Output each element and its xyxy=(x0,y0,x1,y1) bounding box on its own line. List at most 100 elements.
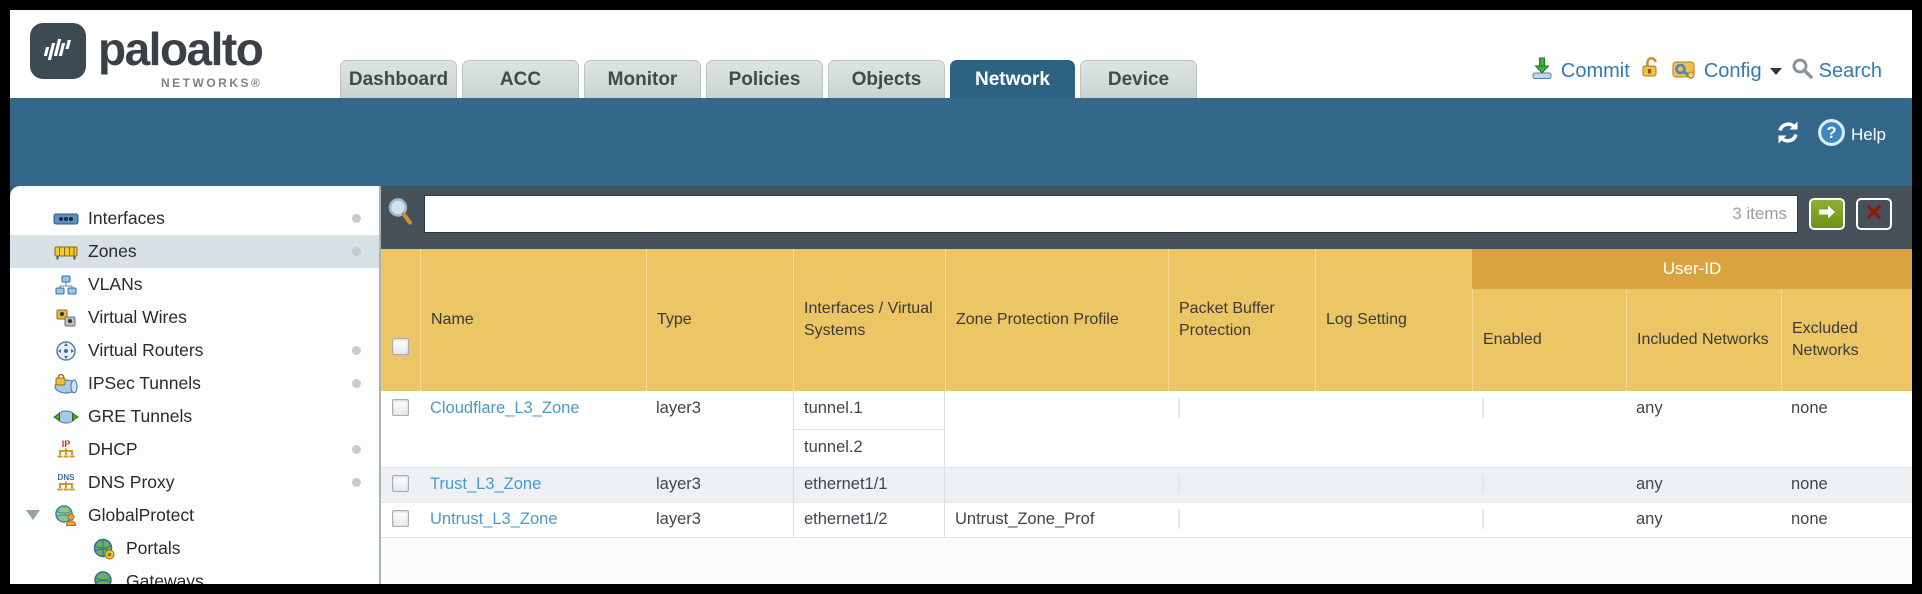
apply-filter-button[interactable] xyxy=(1809,198,1845,230)
zones-icon xyxy=(52,243,80,261)
col-header-log-setting[interactable]: Log Setting xyxy=(1315,249,1472,391)
status-dot xyxy=(352,214,361,223)
lock-button[interactable] xyxy=(1639,56,1662,86)
dns-proxy-icon: DNS xyxy=(52,472,80,494)
status-dot xyxy=(352,346,361,355)
commit-button[interactable]: Commit xyxy=(1529,56,1630,86)
packet-buffer-checkbox[interactable] xyxy=(1178,509,1180,529)
col-header-label: Name xyxy=(431,311,474,329)
enabled-checkbox[interactable] xyxy=(1482,398,1484,418)
config-menu-button[interactable]: Config xyxy=(1671,56,1782,86)
filter-bar: 3 items xyxy=(387,194,1892,234)
sidebar-item-label: Virtual Routers xyxy=(88,340,204,360)
sidebar-item-label: DNS Proxy xyxy=(88,472,175,492)
sidebar-item-virtual-wires[interactable]: Virtual Wires xyxy=(10,301,379,334)
zone-protection-profile xyxy=(945,391,1168,467)
svg-text:DNS: DNS xyxy=(58,473,76,482)
table-body: Cloudflare_L3_Zone layer3 tunnel.1 tunne… xyxy=(381,391,1912,584)
zone-interfaces: ethernet1/2 xyxy=(793,503,945,537)
sidebar-item-dhcp[interactable]: IP DHCP xyxy=(10,433,379,466)
refresh-icon xyxy=(1773,119,1803,151)
sidebar-item-ipsec-tunnels[interactable]: IPSec Tunnels xyxy=(10,367,379,400)
sidebar-item-gre-tunnels[interactable]: GRE Tunnels xyxy=(10,400,379,433)
zone-name-link[interactable]: Trust_L3_Zone xyxy=(430,475,542,493)
sidebar-item-portals[interactable]: Portals xyxy=(10,532,379,565)
clear-filter-button[interactable] xyxy=(1856,198,1892,230)
search-icon xyxy=(1791,57,1813,85)
app-window: paloalto NETWORKS® Dashboard ACC Monitor… xyxy=(10,10,1912,584)
help-label: Help xyxy=(1851,125,1886,144)
status-dot xyxy=(352,379,361,388)
col-header-label: Interfaces / Virtual Systems xyxy=(804,300,933,339)
enabled-checkbox[interactable] xyxy=(1482,474,1484,494)
col-header-included-networks[interactable]: Included Networks xyxy=(1626,289,1781,391)
tab-monitor[interactable]: Monitor xyxy=(584,60,701,98)
ipsec-tunnels-icon xyxy=(52,373,80,394)
filter-input-box: 3 items xyxy=(424,195,1798,233)
expander-triangle-icon[interactable] xyxy=(26,510,40,520)
col-header-name[interactable]: Name xyxy=(420,249,646,391)
main-panel: 3 items xyxy=(381,186,1912,584)
log-setting xyxy=(1315,468,1472,502)
top-header: paloalto NETWORKS® Dashboard ACC Monitor… xyxy=(10,10,1912,98)
sidebar-item-gateways[interactable]: Gateways xyxy=(10,565,379,584)
search-button[interactable]: Search xyxy=(1791,57,1882,85)
sidebar-item-label: DHCP xyxy=(88,439,138,459)
config-icon xyxy=(1671,56,1698,86)
apply-filter-arrow-icon xyxy=(1817,204,1837,225)
zone-type: layer3 xyxy=(656,399,701,417)
config-label: Config xyxy=(1703,59,1762,82)
help-button[interactable]: ? Help xyxy=(1817,118,1886,152)
tab-policies[interactable]: Policies xyxy=(706,60,823,98)
sidebar-nav: Interfaces Zones VLANs Vir xyxy=(10,186,381,584)
tab-acc[interactable]: ACC xyxy=(462,60,579,98)
sidebar-item-interfaces[interactable]: Interfaces xyxy=(10,202,379,235)
enabled-checkbox[interactable] xyxy=(1482,509,1484,529)
row-checkbox[interactable] xyxy=(392,475,409,492)
packet-buffer-checkbox[interactable] xyxy=(1178,474,1180,494)
included-networks: any xyxy=(1636,475,1663,493)
excluded-networks: none xyxy=(1791,399,1828,417)
sidebar-item-label: Interfaces xyxy=(88,208,165,228)
sidebar-item-vlans[interactable]: VLANs xyxy=(10,268,379,301)
sidebar-item-label: VLANs xyxy=(88,274,143,294)
user-id-enabled-cell xyxy=(1472,468,1626,502)
excluded-networks: none xyxy=(1791,510,1828,528)
col-header-interfaces[interactable]: Interfaces / Virtual Systems xyxy=(793,249,945,391)
row-checkbox[interactable] xyxy=(392,399,409,416)
zone-name-link[interactable]: Untrust_L3_Zone xyxy=(430,510,558,528)
tab-objects[interactable]: Objects xyxy=(828,60,945,98)
header-actions: Commit xyxy=(1529,56,1882,86)
col-header-label: Included Networks xyxy=(1637,331,1769,349)
zone-name-link[interactable]: Cloudflare_L3_Zone xyxy=(430,399,580,417)
col-header-excluded-networks[interactable]: Excluded Networks xyxy=(1781,289,1912,391)
status-dot xyxy=(352,247,361,256)
vlans-icon xyxy=(52,275,80,295)
sidebar-item-virtual-routers[interactable]: Virtual Routers xyxy=(10,334,379,367)
user-id-group: User-ID Enabled Included Networks Exclud… xyxy=(1472,249,1912,391)
help-icon: ? xyxy=(1817,118,1846,152)
items-count: 3 items xyxy=(1732,204,1787,223)
main-nav-tabs: Dashboard ACC Monitor Policies Objects N… xyxy=(340,60,1197,98)
col-header-enabled[interactable]: Enabled xyxy=(1472,289,1626,391)
table-header: Name Type Interfaces / Virtual Systems Z… xyxy=(381,249,1912,391)
col-header-label: Enabled xyxy=(1483,331,1542,349)
select-all-checkbox[interactable] xyxy=(392,338,409,355)
packet-buffer-checkbox[interactable] xyxy=(1178,398,1180,418)
sidebar-item-dns-proxy[interactable]: DNS DNS Proxy xyxy=(10,466,379,499)
row-checkbox[interactable] xyxy=(392,510,409,527)
zone-type: layer3 xyxy=(656,475,701,493)
zones-table: Name Type Interfaces / Virtual Systems Z… xyxy=(381,249,1912,584)
sidebar-item-zones[interactable]: Zones xyxy=(10,235,379,268)
gre-tunnels-icon xyxy=(52,407,80,427)
col-header-packet-buffer-protection[interactable]: Packet Buffer Protection xyxy=(1168,249,1315,391)
tab-network[interactable]: Network xyxy=(950,60,1075,98)
sidebar-item-globalprotect[interactable]: GlobalProtect xyxy=(10,499,379,532)
col-header-zone-protection-profile[interactable]: Zone Protection Profile xyxy=(945,249,1168,391)
col-header-type[interactable]: Type xyxy=(646,249,793,391)
tab-device[interactable]: Device xyxy=(1080,60,1197,98)
packet-buffer-protection-cell xyxy=(1168,391,1315,467)
refresh-button[interactable] xyxy=(1773,119,1803,151)
tab-dashboard[interactable]: Dashboard xyxy=(340,60,457,98)
filter-input[interactable] xyxy=(425,196,1733,232)
